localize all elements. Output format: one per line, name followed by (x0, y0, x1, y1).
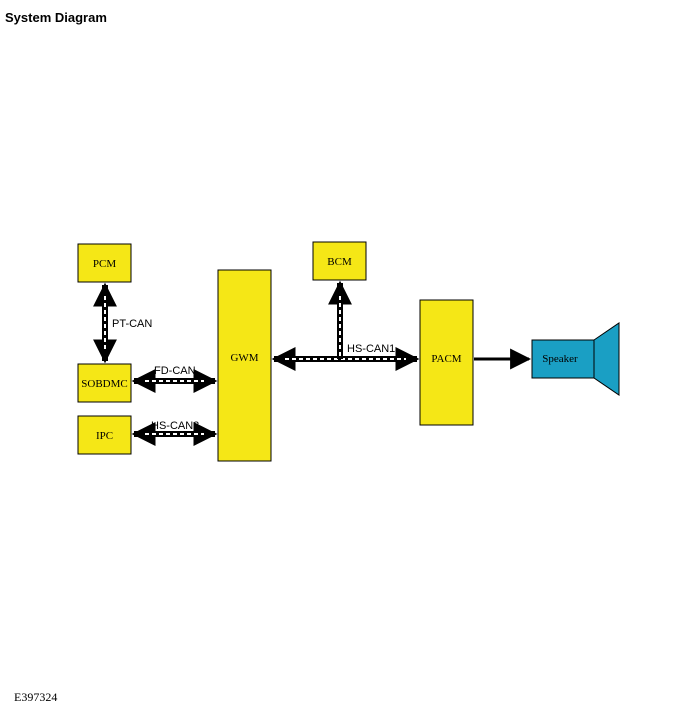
module-pcm-label: PCM (93, 258, 116, 270)
module-bcm-label: BCM (327, 256, 352, 268)
figure-id: E397324 (14, 690, 58, 704)
hs-can1-label: HS-CAN1 (347, 343, 395, 355)
module-gwm-label: GWM (230, 352, 258, 364)
speaker-icon: Speaker (531, 322, 620, 396)
module-sobdmc: SOBDMC (77, 363, 132, 403)
module-ipc: IPC (77, 415, 132, 455)
module-pacm-label: PACM (431, 353, 461, 365)
hs-can3-label: HS-CAN3 (151, 420, 199, 432)
module-gwm: GWM (217, 269, 272, 462)
speaker-label: Speaker (542, 353, 578, 365)
page-title: System Diagram (5, 10, 107, 25)
pt-can-label: PT-CAN (112, 318, 152, 330)
module-pcm: PCM (77, 243, 132, 283)
module-pacm: PACM (419, 299, 474, 426)
module-ipc-label: IPC (96, 430, 113, 442)
module-sobdmc-label: SOBDMC (81, 378, 127, 390)
fd-can-label: FD-CAN (154, 365, 196, 377)
module-bcm: BCM (312, 241, 367, 281)
hs-can1-bus (271, 280, 420, 371)
